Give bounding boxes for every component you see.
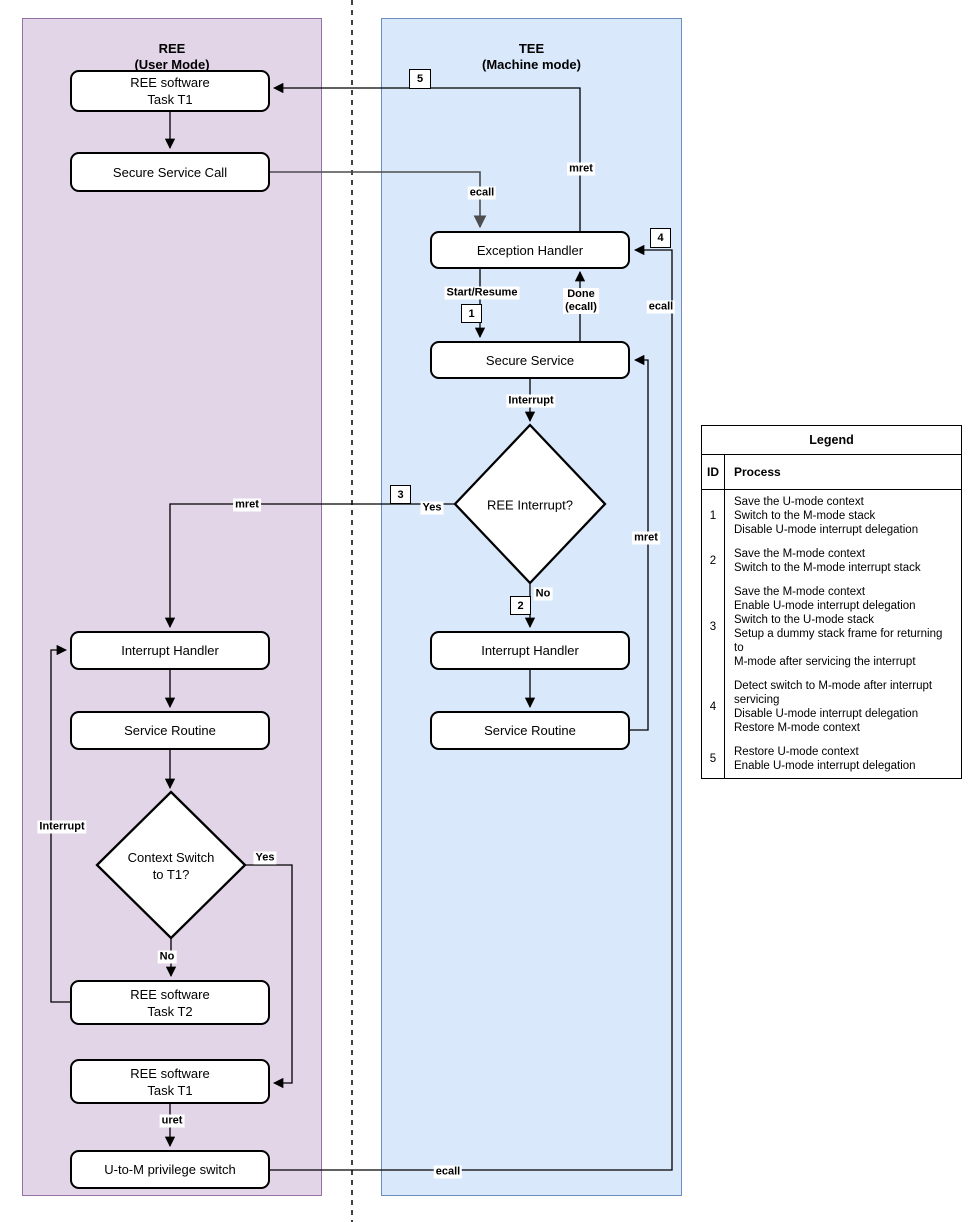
badge-2: 2 (510, 596, 531, 615)
edge-ssc-to-exception-ecall (270, 171, 487, 229)
edge-cs-yes-to-task1 (245, 864, 293, 1089)
ree-context-switch-diamond-label: Context Switch to T1? (127, 850, 215, 882)
tee-panel: TEE (Machine mode) (381, 18, 682, 1196)
tee-ree-interrupt-diamond-label: REE Interrupt? (487, 497, 573, 513)
node-ree-task-t1-top: REE software Task T1 (70, 70, 270, 112)
legend-row-process: Save the M-mode context Enable U-mode in… (734, 586, 943, 668)
label-mret-return: mret (632, 531, 660, 545)
label-start-resume: Start/Resume (444, 286, 520, 300)
label-ecall-top: ecall (467, 186, 497, 200)
label-interrupt-tee: Interrupt (506, 394, 556, 408)
badge-5: 5 (409, 69, 431, 89)
legend-row-id: 2 (702, 542, 725, 580)
legend-row: 4 Detect switch to M-mode after interrup… (702, 674, 961, 740)
tee-panel-title: TEE (Machine mode) (482, 41, 581, 72)
label-ecall-bottom: ecall (433, 1165, 463, 1179)
legend-header-id: ID (702, 455, 725, 489)
legend-table: Legend ID Process 1 Save the U-mode cont… (701, 425, 962, 779)
edge-diamond-yes-to-ree-ih-mret (164, 503, 455, 629)
legend-row-id: 5 (702, 740, 725, 778)
legend-title: Legend (702, 426, 961, 455)
label-yes-tee: Yes (420, 501, 444, 515)
legend-row: 1 Save the U-mode context Switch to the … (702, 490, 961, 542)
edge-mret-to-task1 (272, 82, 581, 231)
legend-row-id: 4 (702, 674, 725, 740)
legend-row-id: 1 (702, 490, 725, 542)
node-ree-service-routine: Service Routine (70, 711, 270, 750)
label-no-ree: No (157, 950, 177, 964)
badge-1: 1 (461, 304, 482, 323)
tee-ree-interrupt-diamond (453, 423, 607, 585)
legend-row: 3 Save the M-mode context Enable U-mode … (702, 580, 961, 674)
label-no-tee: No (533, 587, 553, 601)
label-mret-top: mret (567, 162, 595, 176)
legend-row-process: Detect switch to M-mode after interrupt … (734, 680, 933, 734)
legend-row-process: Save the U-mode context Switch to the M-… (734, 496, 919, 536)
node-ree-task-t1-bottom: REE software Task T1 (70, 1059, 270, 1104)
node-exception-handler: Exception Handler (430, 231, 630, 269)
node-tee-interrupt-handler: Interrupt Handler (430, 631, 630, 670)
ree-context-switch-diamond (95, 790, 247, 940)
label-interrupt-ree: Interrupt (37, 820, 87, 834)
legend-row: 2 Save the M-mode context Switch to the … (702, 542, 961, 580)
edge-utom-to-exception-ecall (270, 244, 673, 1171)
node-ree-interrupt-handler: Interrupt Handler (70, 631, 270, 670)
edge-tee-sr-to-secure-mret (630, 354, 649, 731)
node-secure-service: Secure Service (430, 341, 630, 379)
legend-row: 5 Restore U-mode context Enable U-mode i… (702, 740, 961, 778)
node-tee-service-routine: Service Routine (430, 711, 630, 750)
node-secure-service-call: Secure Service Call (70, 152, 270, 192)
legend-row-process: Save the M-mode context Switch to the M-… (734, 548, 921, 574)
node-ree-task-t2: REE software Task T2 (70, 980, 270, 1025)
label-uret: uret (159, 1114, 185, 1128)
label-ecall-right: ecall (646, 300, 676, 314)
node-u-to-m-privilege-switch: U-to-M privilege switch (70, 1150, 270, 1189)
label-mret-left: mret (233, 498, 261, 512)
legend-header-row: ID Process (702, 455, 961, 490)
label-done-ecall: Done (ecall) (563, 288, 599, 314)
ree-panel-title: REE (User Mode) (134, 41, 210, 72)
label-yes-ree: Yes (253, 851, 277, 865)
legend-row-id: 3 (702, 580, 725, 674)
legend-header-process: Process (734, 465, 781, 479)
legend-row-process: Restore U-mode context Enable U-mode int… (734, 746, 916, 772)
badge-3: 3 (390, 485, 411, 504)
badge-4: 4 (650, 228, 671, 248)
